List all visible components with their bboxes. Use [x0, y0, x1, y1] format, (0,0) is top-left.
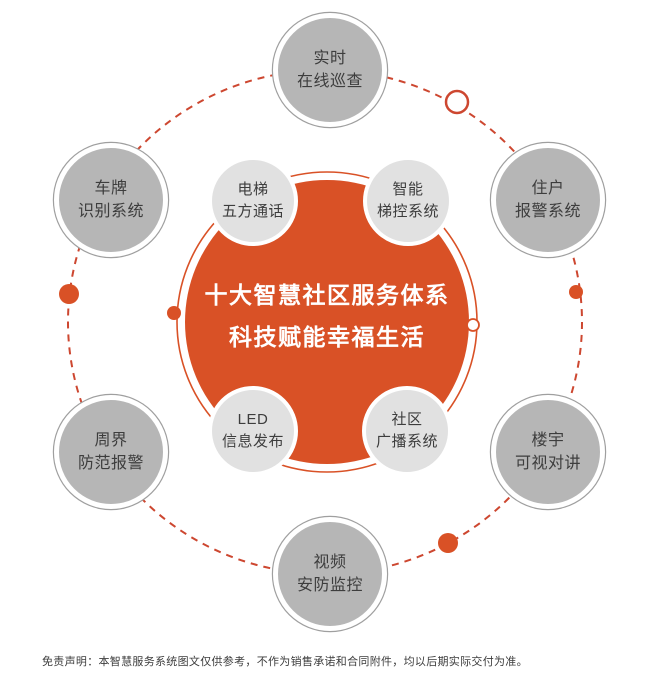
node-license-plate-recognition: 车牌 识别系统: [54, 143, 168, 257]
node-label: 社区 广播系统: [375, 411, 438, 450]
node-perimeter-prevention-alarm: 周界 防范报警: [54, 395, 168, 509]
node-label: 实时 在线巡查: [296, 50, 363, 90]
node-label: 电梯 五方通话: [221, 181, 284, 220]
node-label: 视频 安防监控: [296, 554, 363, 594]
center-title-line1: 十大智慧社区服务体系: [204, 282, 450, 308]
orbit-ring-marker-top-right: [444, 89, 470, 115]
node-label: 车牌 识别系统: [77, 180, 144, 220]
thin-ring-marker-right: [466, 318, 480, 332]
node-community-broadcast-system: 社区 广播系统: [362, 386, 452, 476]
node-building-video-intercom: 楼宇 可视对讲: [491, 395, 605, 509]
node-realtime-online-inspection: 实时 在线巡查: [273, 13, 387, 127]
node-video-security-monitoring: 视频 安防监控: [273, 517, 387, 631]
node-label: 智能 梯控系统: [376, 181, 439, 220]
node-led-information-release: LED 信息发布: [208, 386, 298, 476]
node-resident-alarm-system: 住户 报警系统: [491, 143, 605, 257]
node-smart-elevator-control: 智能 梯控系统: [363, 156, 453, 246]
center-title-line2: 科技赋能幸福生活: [229, 324, 425, 350]
orbit-dot-right: [569, 285, 583, 299]
orbit-dot-bottom-right: [438, 533, 458, 553]
node-label: LED 信息发布: [221, 411, 284, 450]
node-elevator-five-way-call: 电梯 五方通话: [208, 156, 298, 246]
orbit-dot-left: [59, 284, 79, 304]
thin-ring-dot-left: [167, 306, 181, 320]
disclaimer-text: 免责声明：本智慧服务系统图文仅供参考，不作为销售承诺和合同附件，均以后期实际交付…: [42, 656, 528, 668]
node-label: 住户 报警系统: [514, 180, 581, 220]
node-label: 楼宇 可视对讲: [514, 432, 581, 472]
center-title: 十大智慧社区服务体系 科技赋能幸福生活: [205, 274, 450, 358]
node-label: 周界 防范报警: [77, 432, 144, 472]
